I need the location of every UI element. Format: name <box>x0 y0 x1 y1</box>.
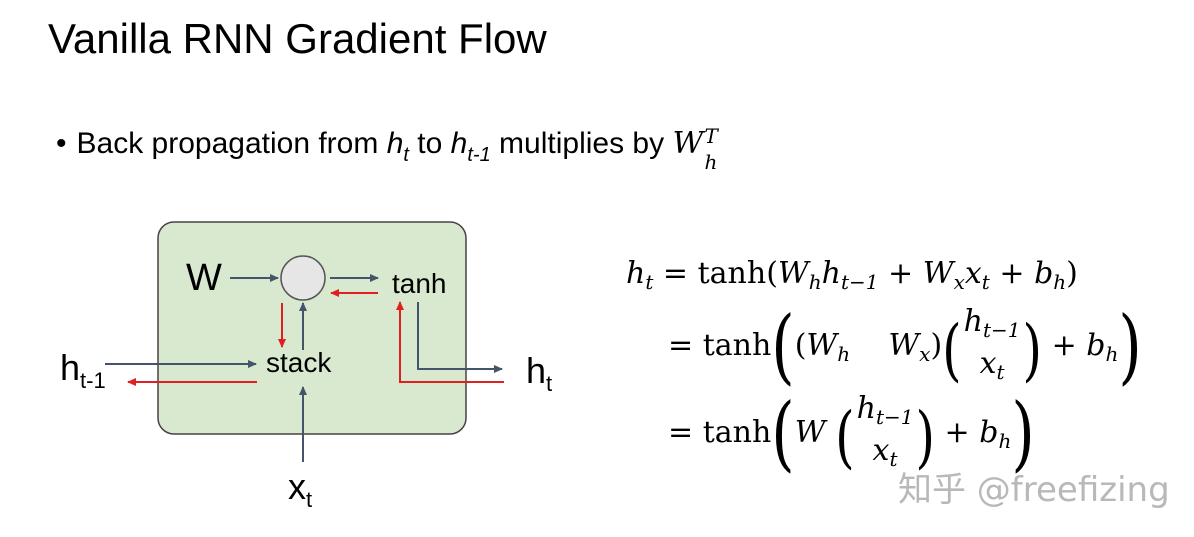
bullet-prefix: Back propagation from <box>76 127 379 160</box>
slide-title: Vanilla RNN Gradient Flow <box>48 15 547 62</box>
rnn-cell-box <box>157 221 467 435</box>
bullet-h2: h <box>450 127 468 160</box>
h-prev-label: ht-1 <box>60 347 106 393</box>
x-input-label: xt <box>288 466 313 512</box>
w-label: W <box>186 257 222 299</box>
bullet-to: to <box>417 127 443 160</box>
watermark: 知乎 @freefizing <box>898 470 1170 510</box>
bullet-h2-sub: t-1 <box>467 144 491 166</box>
bullet-dot: • <box>56 127 67 160</box>
bullet-h: h <box>386 127 404 160</box>
bullet-point: •Back propagation from ht to ht-1 multip… <box>56 124 718 175</box>
tanh-label: tanh <box>392 268 447 299</box>
multiply-node <box>280 255 326 301</box>
stack-label: stack <box>266 347 332 378</box>
bullet-suffix: multiplies by <box>499 127 665 160</box>
h-next-label: ht <box>526 350 553 396</box>
tanh-to-hnext-arrow <box>417 302 503 373</box>
back-hnext-to-tanh-arrow <box>396 301 504 383</box>
equation-line-1: ht = tanh(Whht−1 + Wxxt + bh) <box>626 256 1078 294</box>
bullet-h-sub: t <box>403 144 409 166</box>
